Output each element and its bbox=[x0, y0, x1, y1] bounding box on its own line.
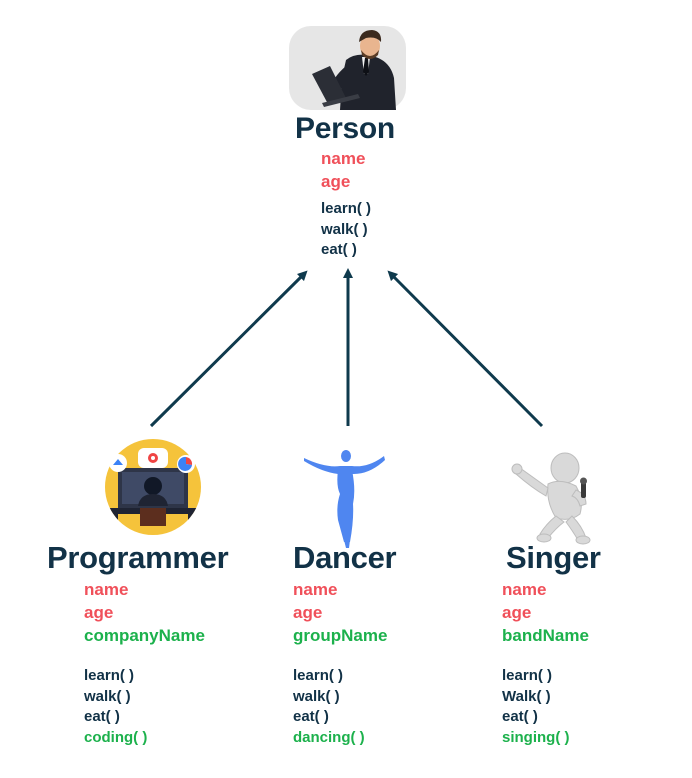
method-dancing: dancing( ) bbox=[293, 728, 365, 746]
singer-class-title: Singer bbox=[506, 540, 601, 575]
method-learn: learn( ) bbox=[502, 667, 553, 684]
singer-method-list: learn( ) Walk( ) eat( ) singing( ) bbox=[502, 666, 570, 748]
dancer-class-title: Dancer bbox=[293, 540, 397, 575]
parent-method-list: learn( ) walk( ) eat( ) bbox=[321, 199, 371, 261]
dancer-method-list: learn( ) walk( ) eat( ) dancing( ) bbox=[293, 666, 365, 748]
arrow-singer-to-person bbox=[387, 270, 544, 428]
programmer-at-desk-icon bbox=[105, 439, 201, 535]
dancer-silhouette-icon bbox=[304, 450, 385, 548]
attribute-age: age bbox=[84, 603, 114, 622]
attribute-name: name bbox=[502, 580, 547, 599]
attribute-age: age bbox=[293, 603, 323, 622]
method-walk: walk( ) bbox=[293, 687, 340, 705]
attribute-bandname: bandName bbox=[502, 626, 589, 645]
method-singing: singing( ) bbox=[502, 728, 570, 746]
attribute-age: age bbox=[321, 172, 351, 191]
attribute-name: name bbox=[293, 580, 338, 599]
method-eat: eat( ) bbox=[293, 708, 329, 725]
singer-attribute-list: name age bandName bbox=[502, 578, 589, 647]
dancer-attribute-list: name age groupName bbox=[293, 578, 387, 647]
method-learn: learn( ) bbox=[293, 667, 344, 684]
singer-figure-icon bbox=[511, 452, 591, 545]
method-walk: Walk( ) bbox=[502, 687, 551, 705]
method-eat: eat( ) bbox=[84, 708, 120, 725]
method-coding: coding( ) bbox=[84, 728, 148, 746]
programmer-class-title: Programmer bbox=[47, 540, 229, 575]
parent-attribute-list: name age bbox=[321, 147, 365, 193]
method-learn: learn( ) bbox=[321, 200, 372, 217]
method-eat: eat( ) bbox=[321, 241, 357, 258]
attribute-name: name bbox=[321, 149, 366, 168]
programmer-method-list: learn( ) walk( ) eat( ) coding( ) bbox=[84, 666, 147, 748]
method-learn: learn( ) bbox=[84, 667, 135, 684]
arrow-programmer-to-person bbox=[149, 270, 308, 428]
attribute-groupname: groupName bbox=[293, 626, 388, 645]
method-eat: eat( ) bbox=[502, 708, 538, 725]
programmer-attribute-list: name age companyName bbox=[84, 578, 205, 647]
method-walk: walk( ) bbox=[84, 687, 131, 705]
method-walk: walk( ) bbox=[321, 220, 368, 238]
attribute-name: name bbox=[84, 580, 129, 599]
parent-class-title: Person bbox=[295, 112, 395, 145]
businessman-laptop-icon bbox=[289, 26, 406, 110]
attribute-companyname: companyName bbox=[84, 626, 205, 645]
attribute-age: age bbox=[502, 603, 532, 622]
